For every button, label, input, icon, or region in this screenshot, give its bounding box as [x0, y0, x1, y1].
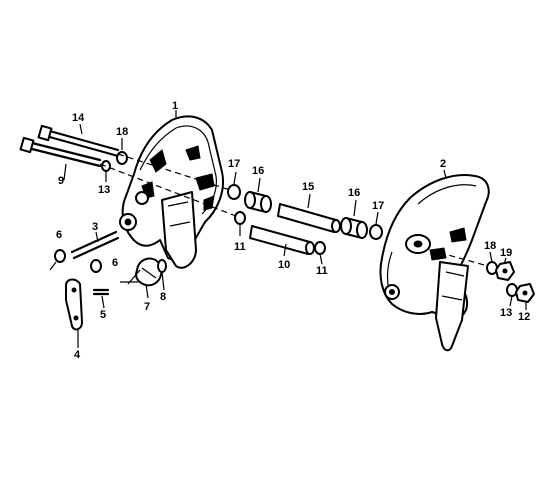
callout-14: 14	[72, 112, 85, 124]
sleeve-10-part	[249, 225, 315, 255]
callout-2: 2	[440, 158, 446, 170]
bushing-16-right-part	[340, 217, 368, 239]
nut-6-left-part	[54, 249, 66, 263]
callout-17-right: 17	[372, 200, 384, 212]
washer-18-right-part	[486, 261, 498, 275]
bolt-9-part	[19, 136, 102, 168]
callout-13-left: 13	[98, 184, 110, 196]
callout-16-left: 16	[252, 165, 264, 177]
pin-5-part	[92, 288, 110, 296]
callout-18-left: 18	[116, 126, 128, 138]
callout-15: 15	[302, 181, 314, 193]
callout-19: 19	[500, 247, 512, 259]
sleeve-15-part	[277, 203, 341, 233]
right-bracket-part	[379, 174, 490, 352]
washer-17-right-part	[369, 224, 383, 240]
washer-17-left-part	[227, 184, 241, 200]
callout-6-left: 6	[56, 229, 62, 241]
callout-7: 7	[144, 301, 150, 313]
bushing-16-left-part	[244, 191, 272, 213]
callout-16-right: 16	[348, 187, 360, 199]
latch-4-part	[65, 278, 83, 331]
leader-lines	[63, 110, 527, 348]
washer-11-left-part	[234, 211, 246, 225]
plate-7-part	[135, 257, 163, 287]
ring-8-part	[157, 259, 167, 273]
callout-6-center: 6	[112, 257, 118, 269]
callout-4: 4	[74, 349, 81, 361]
washer-11-right-part	[314, 241, 326, 255]
callout-9: 9	[58, 175, 64, 187]
washer-13-right-part	[506, 283, 518, 297]
callout-3: 3	[92, 221, 98, 233]
callout-13-right: 13	[500, 307, 512, 319]
washer-13-left-part	[101, 160, 111, 172]
callout-5: 5	[100, 309, 106, 321]
callout-18-right: 18	[484, 240, 496, 252]
stud-3-part	[70, 230, 120, 260]
nut-6-center-part	[90, 259, 102, 273]
nut-12-part	[515, 283, 535, 303]
callout-8: 8	[160, 291, 166, 303]
callout-12: 12	[518, 311, 530, 323]
nut-19-part	[495, 261, 515, 281]
callout-11-left: 11	[234, 241, 246, 253]
callout-17-left: 17	[228, 158, 240, 170]
bolt-14-part	[37, 124, 120, 158]
callout-1: 1	[172, 100, 178, 112]
left-bracket-part	[119, 115, 224, 269]
callout-11-right: 11	[316, 265, 328, 277]
callout-10: 10	[278, 259, 290, 271]
